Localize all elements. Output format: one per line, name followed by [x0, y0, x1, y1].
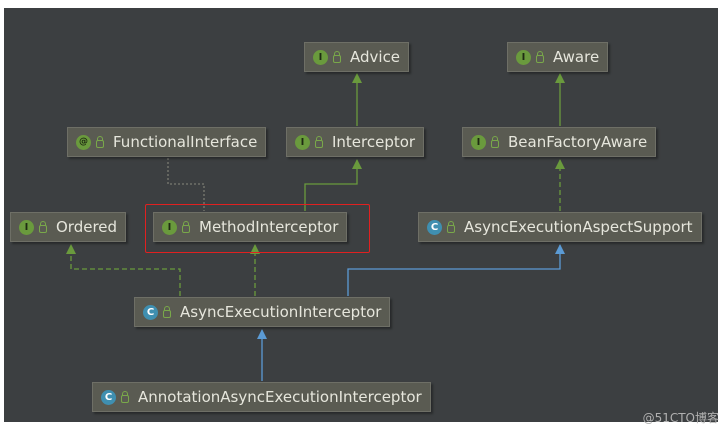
class-icon: C [427, 219, 442, 235]
node-label: Aware [553, 48, 600, 66]
node-annotation-async-execution-interceptor[interactable]: C AnnotationAsyncExecutionInterceptor [92, 382, 431, 412]
node-async-execution-aspect-support[interactable]: C AsyncExecutionAspectSupport [418, 212, 702, 242]
node-label: BeanFactoryAware [508, 133, 648, 151]
lock-icon [39, 220, 47, 233]
lock-icon [163, 305, 171, 318]
edge-methodinterceptor-interceptor [304, 159, 362, 211]
interface-icon: I [162, 219, 177, 235]
lock-icon [96, 135, 104, 148]
node-bean-factory-aware[interactable]: I BeanFactoryAware [462, 127, 657, 157]
node-label: AsyncExecutionInterceptor [180, 303, 382, 321]
lock-icon [491, 135, 499, 148]
node-label: AnnotationAsyncExecutionInterceptor [138, 388, 422, 406]
node-method-interceptor[interactable]: I MethodInterceptor [153, 212, 348, 242]
annotation-icon: @ [76, 134, 91, 150]
lock-icon [121, 390, 129, 403]
node-async-execution-interceptor[interactable]: C AsyncExecutionInterceptor [134, 297, 391, 327]
node-label: MethodInterceptor [199, 218, 339, 236]
interface-icon: I [471, 134, 486, 150]
edge-asyncinterceptor-ordered [66, 244, 181, 296]
node-label: Ordered [56, 218, 118, 236]
interface-icon: I [295, 134, 310, 150]
node-aware[interactable]: I Aware [507, 42, 609, 72]
lock-icon [315, 135, 323, 148]
selection-highlight [145, 204, 370, 253]
interface-icon: I [313, 49, 328, 65]
edge-asyncinterceptor-aspectsupport [347, 244, 565, 296]
node-interceptor[interactable]: I Interceptor [286, 127, 425, 157]
node-functional-interface[interactable]: @ FunctionalInterface [67, 127, 267, 157]
interface-icon: I [19, 219, 34, 235]
node-label: Advice [350, 48, 401, 66]
lock-icon [536, 50, 544, 63]
lock-icon [333, 50, 341, 63]
edge-functionalinterface-methodinterceptor [167, 158, 205, 211]
node-label: FunctionalInterface [113, 133, 258, 151]
lock-icon [182, 220, 190, 233]
node-ordered[interactable]: I Ordered [10, 212, 127, 242]
watermark: @51CTO博客 [642, 411, 719, 425]
class-icon: C [143, 304, 158, 320]
node-advice[interactable]: I Advice [304, 42, 410, 72]
node-label: AsyncExecutionAspectSupport [464, 218, 693, 236]
lock-icon [447, 220, 455, 233]
class-icon: C [101, 389, 116, 405]
interface-icon: I [516, 49, 531, 65]
node-label: Interceptor [332, 133, 416, 151]
